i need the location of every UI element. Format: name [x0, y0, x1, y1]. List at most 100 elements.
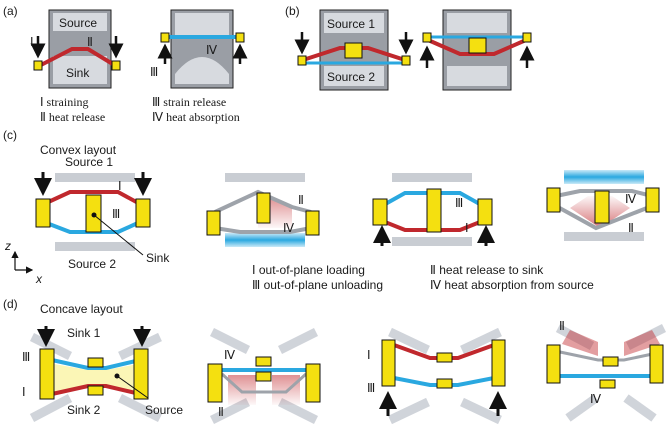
top-mass [602, 356, 619, 367]
legend-straining: Ⅰ straining [40, 95, 89, 109]
panel-b-diagram-1: Source 1 Source 2 [294, 9, 414, 91]
sink-1-label: Sink 1 [67, 326, 101, 340]
panel-c-diagram-4: Ⅳ Ⅱ [546, 170, 660, 241]
right-clamp [111, 60, 121, 71]
left-clamp [160, 32, 170, 43]
panel-c-diagram-2: Ⅱ Ⅳ [206, 173, 320, 247]
panel-b-diagram-2 [419, 9, 535, 91]
right-clamp [401, 55, 411, 66]
left-clamp [546, 187, 561, 213]
left-clamp [33, 60, 43, 71]
roman-1-label: Ⅰ [465, 221, 469, 235]
panel-d: (d) Concave layout Sink 1 Sink 2 Source … [3, 297, 667, 425]
top-mass [255, 356, 272, 367]
sink-2-bar-left [388, 397, 430, 425]
bottom-mass [599, 379, 616, 389]
panel-c-diagram-1: Source 1 Source 2 Sink Ⅰ Ⅲ [34, 155, 170, 271]
center-mass [594, 190, 610, 224]
source-2-block [324, 66, 384, 86]
roman-4-label: Ⅳ [206, 43, 217, 57]
bottom-mass [87, 385, 104, 396]
legend-heat-release-to-sink: Ⅱ heat release to sink [430, 263, 544, 277]
grey-film-top [214, 189, 312, 214]
roman-1-label: Ⅰ [22, 385, 26, 399]
roman-1-label: Ⅰ [30, 35, 34, 49]
roman-3-label: Ⅲ [367, 381, 375, 395]
center-mass [256, 192, 271, 224]
roman-1-label: Ⅰ [118, 179, 122, 193]
center-mass [344, 42, 363, 59]
source-pointer-dot [114, 373, 120, 379]
sink-1-bar-right [277, 327, 319, 355]
source-2-band [225, 233, 305, 247]
roman-3-label: Ⅲ [455, 196, 463, 210]
left-clamp [35, 198, 51, 228]
panel-c-title: Convex layout [40, 143, 117, 157]
roman-2-label: Ⅱ [218, 405, 224, 419]
roman-4-label: Ⅳ [283, 221, 294, 235]
legend-heat-release: Ⅱ heat release [40, 110, 105, 124]
roman-3-label: Ⅲ [150, 65, 158, 79]
roman-4-label: Ⅳ [625, 192, 636, 206]
axis-indicator: z x [4, 239, 43, 286]
panel-b: (b) Source 1 Source 2 [285, 4, 535, 91]
source-2-bar [564, 232, 644, 241]
roman-4-label: Ⅳ [590, 392, 601, 406]
source-2-label: Source 2 [327, 70, 375, 84]
panel-b-tag: (b) [285, 4, 300, 18]
center-mass [468, 37, 487, 54]
legend-strain-release: Ⅲ strain release [152, 95, 226, 109]
right-clamp [491, 339, 506, 387]
right-clamp [135, 198, 151, 228]
source-1-band [564, 170, 644, 184]
sink-1-bar-left [388, 327, 430, 355]
roman-2-label: Ⅱ [298, 193, 304, 207]
source-2-label: Source 2 [68, 257, 116, 271]
right-clamp [522, 32, 532, 43]
bottom-mass [436, 378, 453, 389]
panel-d-diagram-4: Ⅱ Ⅳ [546, 319, 667, 422]
grey-film [220, 372, 308, 394]
source-2-bar [392, 237, 472, 246]
roman-1-label: Ⅰ [367, 348, 371, 362]
left-clamp [39, 348, 55, 400]
sink-2-bar-left [29, 394, 73, 422]
top-mass [87, 357, 104, 368]
sink-block [53, 56, 107, 84]
sink-2-bar-right [117, 393, 163, 423]
panel-d-diagram-1: Sink 1 Sink 2 Source Ⅲ Ⅰ [22, 326, 183, 423]
sink-mound [175, 57, 229, 84]
source-1-label: Source 1 [327, 17, 375, 31]
panel-c-tag: (c) [3, 128, 17, 142]
center-mass [426, 188, 442, 233]
source-label: Source [145, 403, 183, 417]
blue-film [51, 358, 141, 370]
panel-d-diagram-3: Ⅰ Ⅲ [367, 327, 507, 425]
legend-heat-absorption-from-source: Ⅳ heat absorption from source [430, 278, 594, 292]
source-1-block [324, 13, 384, 33]
left-clamp [297, 55, 307, 66]
left-clamp [422, 32, 432, 43]
legend-out-of-plane-unloading: Ⅲ out-of-plane unloading [252, 278, 383, 292]
source-2-bar [55, 242, 135, 251]
grey-film-bottom [214, 226, 312, 234]
source-1-block [447, 13, 507, 33]
sink-2-bar-left [565, 394, 599, 422]
sink-2-bar-right [623, 394, 657, 422]
grey-film-bottom [555, 204, 653, 231]
top-mass [436, 352, 453, 363]
panel-a-tag: (a) [3, 4, 18, 18]
source-1-bar [55, 173, 135, 182]
panel-c: (c) Convex layout Source 1 Source 2 Sink… [3, 128, 660, 292]
sink-1-bar-right [625, 323, 667, 351]
red-film [427, 38, 527, 56]
right-clamp [305, 210, 320, 236]
roman-4-label: Ⅳ [224, 348, 235, 362]
right-clamp [235, 32, 245, 43]
left-clamp [372, 198, 388, 226]
roman-2-label: Ⅱ [559, 319, 565, 333]
left-clamp [381, 339, 396, 387]
source-block [53, 13, 107, 31]
left-clamp [206, 210, 221, 236]
